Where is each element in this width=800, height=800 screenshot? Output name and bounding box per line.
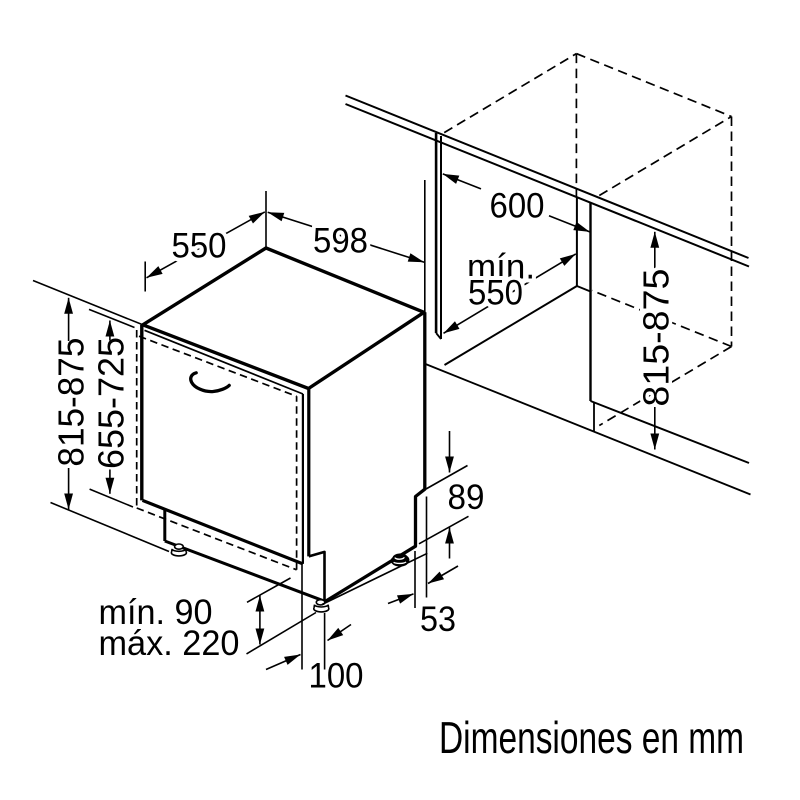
svg-text:815-875: 815-875 bbox=[635, 269, 676, 407]
svg-text:550: 550 bbox=[172, 226, 227, 265]
svg-text:53: 53 bbox=[420, 600, 456, 639]
svg-text:815-875: 815-875 bbox=[50, 338, 91, 467]
svg-text:mín. 90: mín. 90 bbox=[99, 593, 213, 632]
svg-text:Dimensiones en mm: Dimensiones en mm bbox=[439, 714, 744, 763]
svg-text:655-725: 655-725 bbox=[90, 337, 131, 469]
svg-text:máx. 220: máx. 220 bbox=[99, 624, 240, 663]
svg-text:550: 550 bbox=[468, 274, 523, 313]
svg-text:600: 600 bbox=[490, 187, 545, 226]
svg-text:89: 89 bbox=[448, 478, 485, 517]
svg-text:598: 598 bbox=[313, 222, 368, 261]
svg-text:100: 100 bbox=[309, 657, 364, 696]
svg-text:mín.: mín. bbox=[467, 248, 535, 287]
